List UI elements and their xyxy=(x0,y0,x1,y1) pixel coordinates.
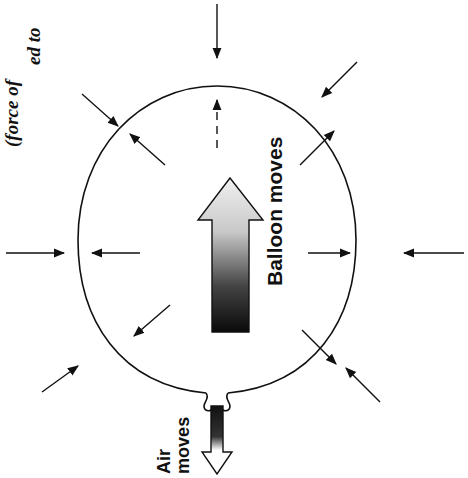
inner-pressure-arrows xyxy=(92,100,350,364)
air-arrow xyxy=(202,406,232,474)
balloon-motion-arrow xyxy=(198,178,263,332)
motion-label: Balloon moves xyxy=(264,86,286,286)
outer-pressure-arrows xyxy=(6,4,464,402)
motion-label: Air moves xyxy=(155,402,193,474)
cropped-caption-text: (force of xyxy=(2,37,22,147)
balloon-outline xyxy=(78,86,356,393)
cropped-caption-text: ed to xyxy=(24,0,44,65)
